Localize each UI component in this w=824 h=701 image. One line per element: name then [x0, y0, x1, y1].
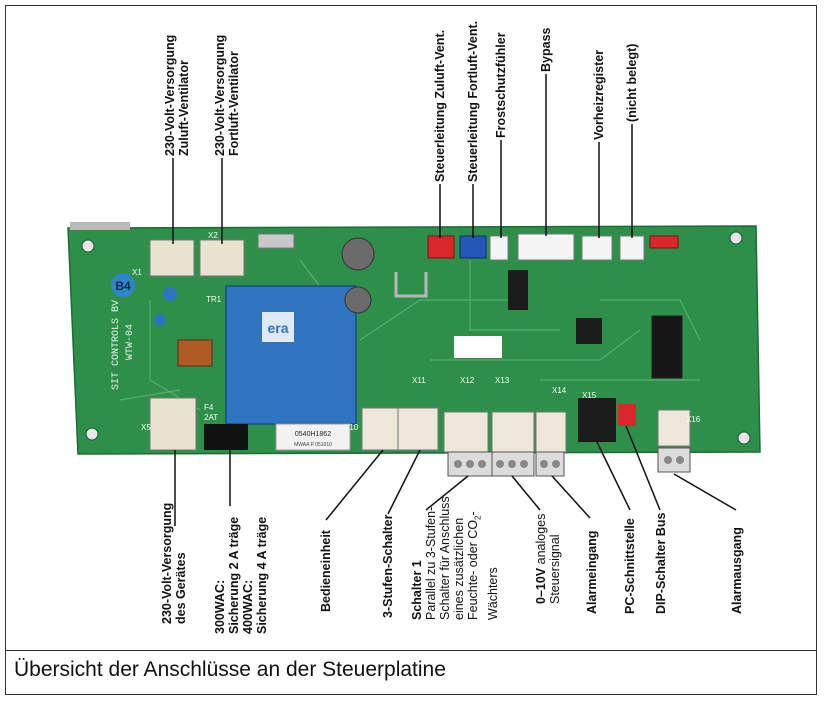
board-bracket [70, 222, 130, 230]
label-switch-1: Schalter 1 Parallel zu 3-Stufen- Schalte… [410, 496, 500, 620]
mount-hole [85, 427, 99, 441]
svg-text:X2: X2 [208, 231, 218, 240]
relay-block [651, 315, 683, 379]
dip-switch [618, 404, 636, 426]
label-fortluft-supply: 230-Volt-Versorgung Fortluft-Ventilator [213, 34, 241, 156]
svg-text:X16: X16 [686, 415, 701, 424]
connector-x2 [199, 239, 245, 277]
board-maker: SIT CONTROLS BV [111, 300, 122, 390]
transformer-logo-icon: era [262, 312, 294, 342]
figure-caption: Übersicht der Anschlüsse an der Steuerpl… [14, 658, 446, 681]
label-control-unit: Bedieneinheit [319, 530, 333, 612]
capacitor [344, 286, 372, 314]
clip [394, 272, 428, 298]
connector-zuluft-control [427, 235, 455, 259]
label-dip-switch: DIP-Schalter Bus [654, 512, 668, 614]
connector-x12 [443, 411, 489, 453]
capacitor-small [154, 314, 166, 326]
transformer-sub: MWAA P 051010 [294, 442, 332, 448]
mount-hole [81, 239, 95, 253]
svg-text:era: era [267, 320, 288, 336]
mount-hole [737, 431, 751, 445]
connector-frost [489, 235, 509, 261]
label-analog-signal: 0–10V analoges Steuersignal [534, 513, 562, 604]
coil [177, 339, 213, 367]
figure-frame [5, 5, 817, 695]
svg-text:X10: X10 [344, 423, 359, 432]
label-unused: (nicht belegt) [625, 43, 639, 122]
mount-hole [729, 231, 743, 245]
connector-unused [619, 235, 645, 261]
connector-red-right [649, 235, 679, 249]
blank-sticker [454, 336, 502, 358]
leader-lines-top [172, 74, 633, 244]
label-fuse: 300WAC: Sicherung 2 A träge 400WAC: Sich… [213, 516, 269, 634]
connector-x11 [397, 407, 439, 451]
capacitor [341, 237, 375, 271]
connector-x5 [149, 397, 197, 451]
connector-pc-port [578, 398, 616, 442]
label-frost-sensor: Frostschutzfühler [494, 32, 508, 138]
svg-text:X5: X5 [141, 423, 151, 432]
b4-badge-label: B4 [115, 279, 131, 293]
connector-x1 [149, 239, 195, 277]
capacitor-small [163, 287, 177, 301]
connector-x10 [361, 407, 399, 451]
connector-x14 [535, 411, 567, 453]
svg-text:X13: X13 [495, 376, 510, 385]
label-fortluft-control: Steuerleitung Fortluft-Vent. [466, 20, 480, 182]
label-alarm-input: Alarmeingang [585, 530, 599, 614]
board-model: WTW-04 [125, 324, 136, 360]
label-bypass: Bypass [539, 27, 553, 72]
connector-preheat [581, 235, 613, 261]
label-pc-port: PC-Schnittstelle [623, 518, 637, 614]
label-device-supply: 230-Volt-Versorgung des Gerätes [160, 502, 188, 624]
ic-chip [508, 270, 528, 310]
connector-fortluft-control [459, 235, 487, 259]
label-three-stage-switch: 3-Stufen-Schalter [381, 514, 395, 619]
fuse-holder [204, 424, 248, 450]
label-zuluft-supply: 230-Volt-Versorgung Zuluft-Ventilator [163, 34, 191, 156]
caption-separator [5, 650, 817, 651]
svg-text:2AT: 2AT [204, 413, 218, 422]
svg-text:TR1: TR1 [206, 295, 222, 304]
b4-badge [111, 273, 135, 297]
screw-heads [454, 456, 684, 468]
connector-x16 [657, 409, 691, 447]
svg-text:F4: F4 [204, 403, 214, 412]
connector-x13 [491, 411, 535, 453]
svg-text:X14: X14 [552, 386, 567, 395]
connector-bypass [517, 233, 575, 261]
label-zuluft-control: Steuerleitung Zuluft-Vent. [433, 29, 447, 182]
svg-text:X15: X15 [582, 391, 597, 400]
transformer-sticker [275, 423, 351, 451]
ic-chip [576, 318, 602, 344]
transformer [225, 285, 357, 425]
label-alarm-output: Alarmausgang [730, 527, 744, 614]
svg-text:X1: X1 [132, 268, 142, 277]
transformer-code: 0540H1862 [295, 431, 331, 438]
svg-text:X11: X11 [412, 376, 426, 385]
relay [257, 233, 295, 249]
label-preheater: Vorheizregister [592, 49, 606, 140]
leader-lines-bottom [174, 425, 737, 526]
svg-text:X12: X12 [460, 376, 475, 385]
